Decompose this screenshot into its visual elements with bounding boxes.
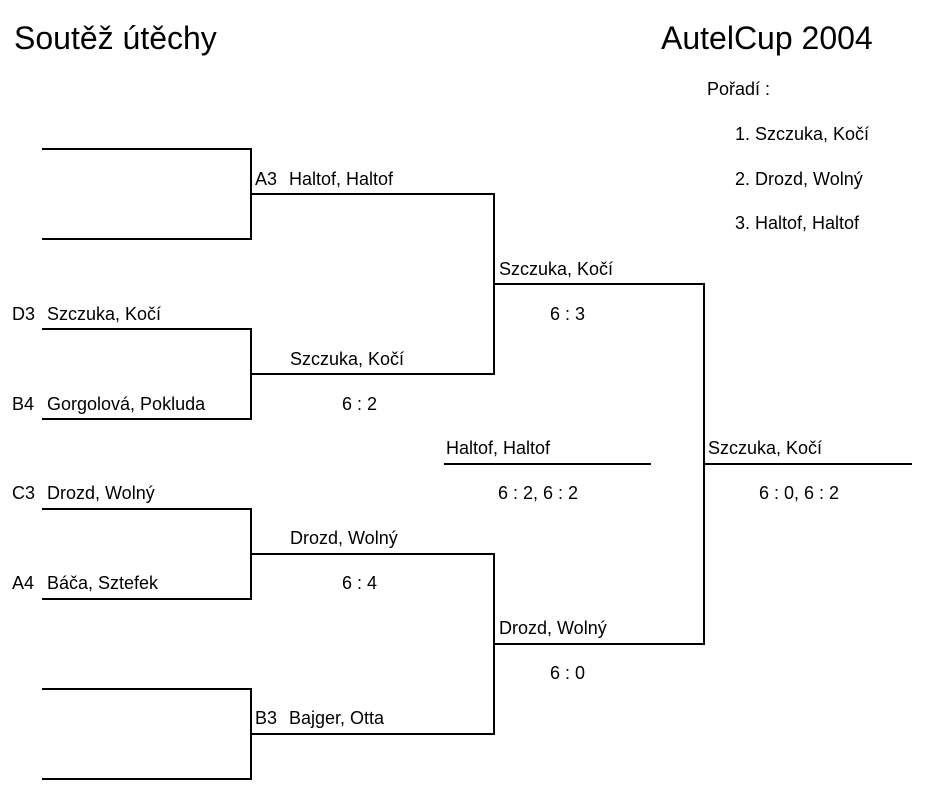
team-name: Drozd, Wolný	[499, 618, 607, 638]
seed-label: D3	[12, 304, 36, 324]
bracket-line	[42, 418, 252, 420]
standings-entry: 1. Szczuka, Kočí	[735, 124, 870, 144]
bracket-line	[493, 643, 705, 645]
bracket-line	[42, 598, 252, 600]
match-score: 6 : 2	[342, 394, 378, 414]
team-name: Gorgolová, Pokluda	[47, 394, 206, 414]
team-name: Haltof, Haltof	[289, 169, 394, 189]
final-score: 6 : 0, 6 : 2	[759, 483, 840, 503]
seed-label: C3	[12, 483, 36, 503]
bracket-line	[250, 553, 495, 555]
bracket-line	[42, 778, 252, 780]
bracket-line	[250, 373, 495, 375]
bracket-line	[703, 463, 912, 465]
bracket-line	[42, 148, 252, 150]
page-title: Soutěž útěchy	[14, 20, 217, 56]
team-name: Drozd, Wolný	[290, 528, 398, 548]
final-winner: Szczuka, Kočí	[708, 438, 823, 458]
standings-heading: Pořadí :	[707, 79, 771, 99]
team-name: Szczuka, Kočí	[47, 304, 162, 324]
seed-label: B4	[12, 394, 35, 414]
match-score: 6 : 4	[342, 573, 378, 593]
event-title: AutelCup 2004	[661, 20, 873, 56]
standings-entry: 3. Haltof, Haltof	[735, 213, 860, 233]
match-score: 6 : 3	[550, 304, 586, 324]
bracket-line	[42, 328, 252, 330]
team-name: Szczuka, Kočí	[499, 259, 614, 279]
bracket-line	[493, 283, 705, 285]
seed-label: A3	[255, 169, 278, 189]
match-score: 6 : 0	[550, 663, 586, 683]
team-name: Bajger, Otta	[289, 708, 385, 728]
bracket-line	[42, 688, 252, 690]
seed-label: B3	[255, 708, 278, 728]
team-name: Drozd, Wolný	[47, 483, 155, 503]
standings-entry: 2. Drozd, Wolný	[735, 169, 863, 189]
bracket-line	[444, 463, 651, 465]
bracket-line	[42, 508, 252, 510]
seed-label: A4	[12, 573, 35, 593]
bracket-line	[42, 238, 252, 240]
third-place-winner: Haltof, Haltof	[446, 438, 551, 458]
third-place-score: 6 : 2, 6 : 2	[498, 483, 579, 503]
bracket-line	[250, 733, 495, 735]
team-name: Báča, Sztefek	[47, 573, 159, 593]
bracket-line	[250, 193, 495, 195]
team-name: Szczuka, Kočí	[290, 349, 405, 369]
